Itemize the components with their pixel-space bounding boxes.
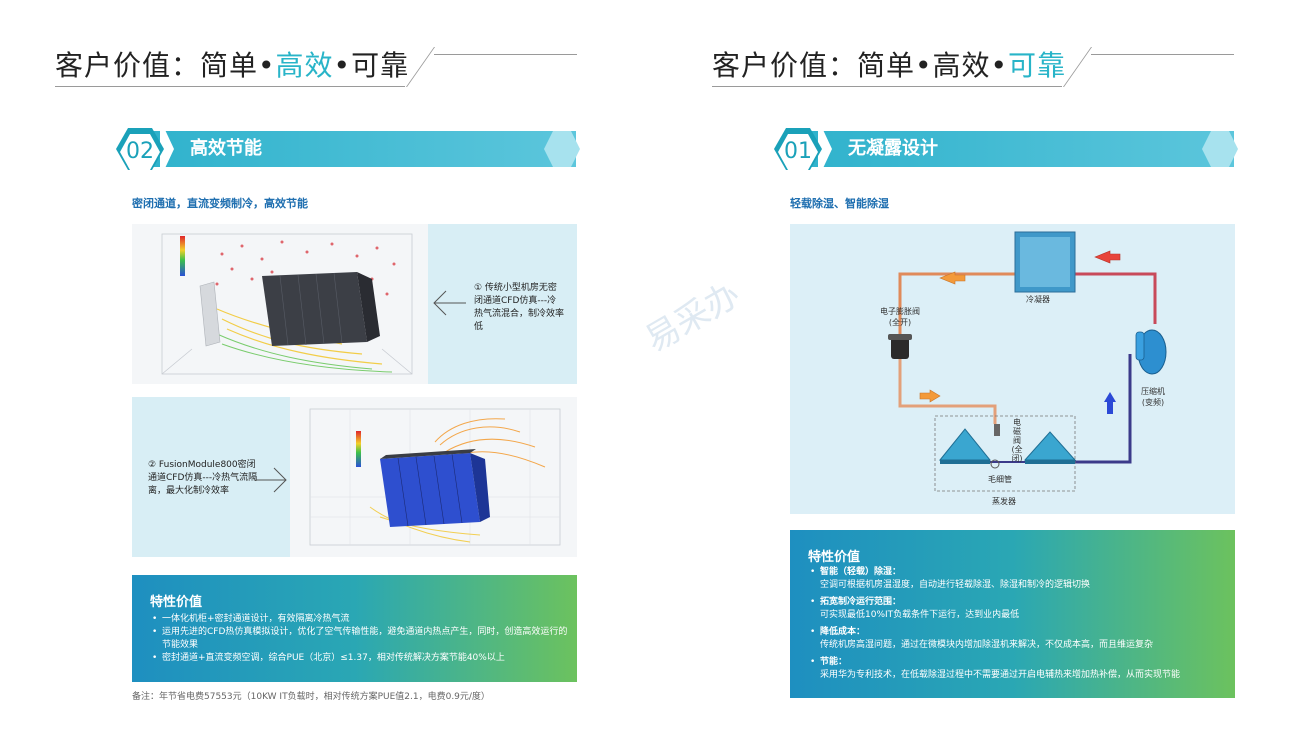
label-capillary: 毛细管 (988, 475, 1012, 484)
left-subheading: 密闭通道，直流变频制冷，高效节能 (132, 197, 308, 210)
arrow-right-icon (254, 467, 287, 493)
list-item: 密封通道+直流变频空调，综合PUE（北京）≤1.37，相对传统解决方案节能40%… (150, 652, 570, 665)
right-title-rule (712, 86, 1062, 87)
right-section-banner: 01 无凝露设计 (774, 128, 1238, 170)
compressor-line1: 压缩机 (1141, 387, 1165, 396)
arrow-right-orange-icon (919, 389, 941, 403)
list-item: 一体化机柜+密封通道设计，有效隔离冷热气流 (150, 613, 570, 626)
list-item: 节能： 采用华为专利技术，在低载除湿过程中不需要通过开启电辅热来增加热补偿，从而实… (808, 656, 1228, 682)
list-item: 降低成本： 传统机房高湿问题，通过在微模块内增加除湿机来解决，不仅成本高，而且维运… (808, 626, 1228, 652)
callout-fusionmodule: ② FusionModule800密闭通道CFD仿真---冷热气流隔离，最大化制… (148, 460, 258, 496)
cfd-render-fusionmodule (309, 408, 561, 546)
left-title-rule (55, 86, 405, 87)
left-title-highlight: 高效 (275, 49, 334, 82)
left-title-suffix: •可靠 (333, 49, 410, 82)
solenoid-line2: 磁 (1013, 427, 1021, 436)
section-title: 无凝露设计 (848, 138, 938, 159)
feature-body: 可实现最低10%IT负载条件下运行，达到业内最低 (820, 610, 1020, 620)
left-footnote: 备注：年节省电费57553元（10KW IT负载时，相对传统方案PUE值2.1，… (132, 692, 490, 702)
arrow-left-icon (433, 290, 466, 316)
expansion-valve-icon (891, 337, 909, 359)
solenoid-line3: 阀 (1013, 436, 1021, 445)
cfd-panel-fusionmodule: ② FusionModule800密闭通道CFD仿真---冷热气流隔离，最大化制… (132, 397, 577, 557)
left-title-slash (406, 47, 436, 87)
evaporator-coil-icon (938, 428, 992, 461)
list-item: 智能（轻载）除湿： 空调可根据机房温湿度，自动进行轻载除湿、除湿和制冷的逻辑切换 (808, 566, 1228, 592)
right-title-rule-top (1091, 54, 1234, 55)
feature-body: 空调可根据机房温湿度，自动进行轻载除湿、除湿和制冷的逻辑切换 (820, 580, 1091, 590)
banner-bar (140, 131, 576, 167)
list-item: 拓宽制冷运行范围： 可实现最低10%IT负载条件下运行，达到业内最低 (808, 596, 1228, 622)
solenoid-line4: (全闭) (1011, 445, 1023, 463)
left-features-box: 特性价值 一体化机柜+密封通道设计，有效隔离冷热气流 运用先进的CFD热仿真模拟… (132, 575, 577, 682)
right-features-box: 特性价值 智能（轻载）除湿： 空调可根据机房温湿度，自动进行轻载除湿、除湿和制冷的… (790, 530, 1235, 698)
right-title-prefix: 客户价值：简单•高效• (712, 49, 1009, 82)
left-features-list: 一体化机柜+密封通道设计，有效隔离冷热气流 运用先进的CFD热仿真模拟设计，优化… (150, 613, 570, 665)
right-page-title: 客户价值：简单•高效•可靠 (712, 44, 1066, 84)
left-section-banner: 02 高效节能 (116, 128, 580, 170)
section-title: 高效节能 (190, 138, 262, 159)
feature-head: 智能（轻载）除湿： (820, 567, 902, 577)
arrow-up-blue-icon (1104, 392, 1116, 414)
compressor-line2: (变频) (1141, 398, 1165, 407)
feature-head: 降低成本： (820, 627, 866, 637)
watermark: 易采办 (638, 274, 747, 361)
left-page-title: 客户价值：简单•高效•可靠 (55, 44, 409, 84)
callout-traditional: ① 传统小型机房无密闭通道CFD仿真---冷热气流混合，制冷效率低 (474, 283, 565, 332)
right-features-title: 特性价值 (808, 550, 861, 565)
banner-bar (798, 131, 1234, 167)
left-features-title: 特性价值 (150, 595, 203, 610)
valve-line1: 电子膨胀阀 (880, 307, 920, 316)
capillary-icon (990, 459, 1000, 469)
right-title-highlight: 可靠 (1008, 49, 1067, 82)
banner-end-hex (1202, 131, 1238, 167)
right-title-slash (1063, 47, 1093, 87)
list-item: 运用先进的CFD热仿真模拟设计，优化了空气传输性能，避免通道内热点产生，同时，创… (150, 626, 570, 652)
solenoid-line1: 电 (1013, 418, 1021, 427)
arrow-left-orange-icon (939, 271, 966, 285)
solenoid-valve-icon (994, 424, 1000, 436)
cfd-render-traditional (161, 233, 413, 375)
left-title-rule-top (434, 54, 577, 55)
arrow-left-red-icon (1094, 250, 1121, 264)
refrigeration-diagram (888, 231, 1167, 492)
feature-head: 节能： (820, 657, 848, 667)
label-expansion-valve: 电子膨胀阀 (全开) (860, 306, 940, 328)
label-evaporator: 蒸发器 (992, 497, 1016, 506)
cfd-panel-traditional: ① 传统小型机房无密闭通道CFD仿真---冷热气流混合，制冷效率低 (132, 224, 577, 384)
label-condenser: 冷凝器 (1026, 295, 1050, 304)
label-solenoid-valve: 电 磁 阀 (全闭) (1006, 418, 1028, 463)
section-number-hex-inner (778, 134, 818, 170)
feature-head: 拓宽制冷运行范围： (820, 597, 902, 607)
valve-line2: (全开) (888, 318, 912, 327)
feature-body: 采用华为专利技术，在低载除湿过程中不需要通过开启电辅热来增加热补偿，从而实现节能 (820, 670, 1181, 680)
right-features-list: 智能（轻载）除湿：空调可根据机房温湿度，自动进行轻载除湿、除湿和制冷的逻辑切换 … (808, 566, 1228, 682)
left-title-prefix: 客户价值：简单• (55, 49, 276, 82)
cfd-image-traditional (132, 224, 428, 384)
feature-body: 传统机房高湿问题，通过在微模块内增加除湿机来解决，不仅成本高，而且维运复杂 (820, 640, 1154, 650)
label-compressor: 压缩机 (变频) (1135, 386, 1171, 408)
cfd-image-fusionmodule (290, 397, 577, 557)
section-number: 01 (784, 139, 812, 164)
section-number: 02 (126, 139, 154, 164)
right-subheading: 轻载除湿、智能除湿 (790, 197, 889, 210)
evaporator-coil-icon (1023, 431, 1077, 461)
evaporator-box (934, 415, 1076, 492)
banner-end-hex (544, 131, 580, 167)
refrigeration-diagram-panel: 冷凝器 电子膨胀阀 (全开) 压缩机 (变频) 电 磁 阀 (全闭) 毛细管 蒸… (790, 224, 1235, 514)
